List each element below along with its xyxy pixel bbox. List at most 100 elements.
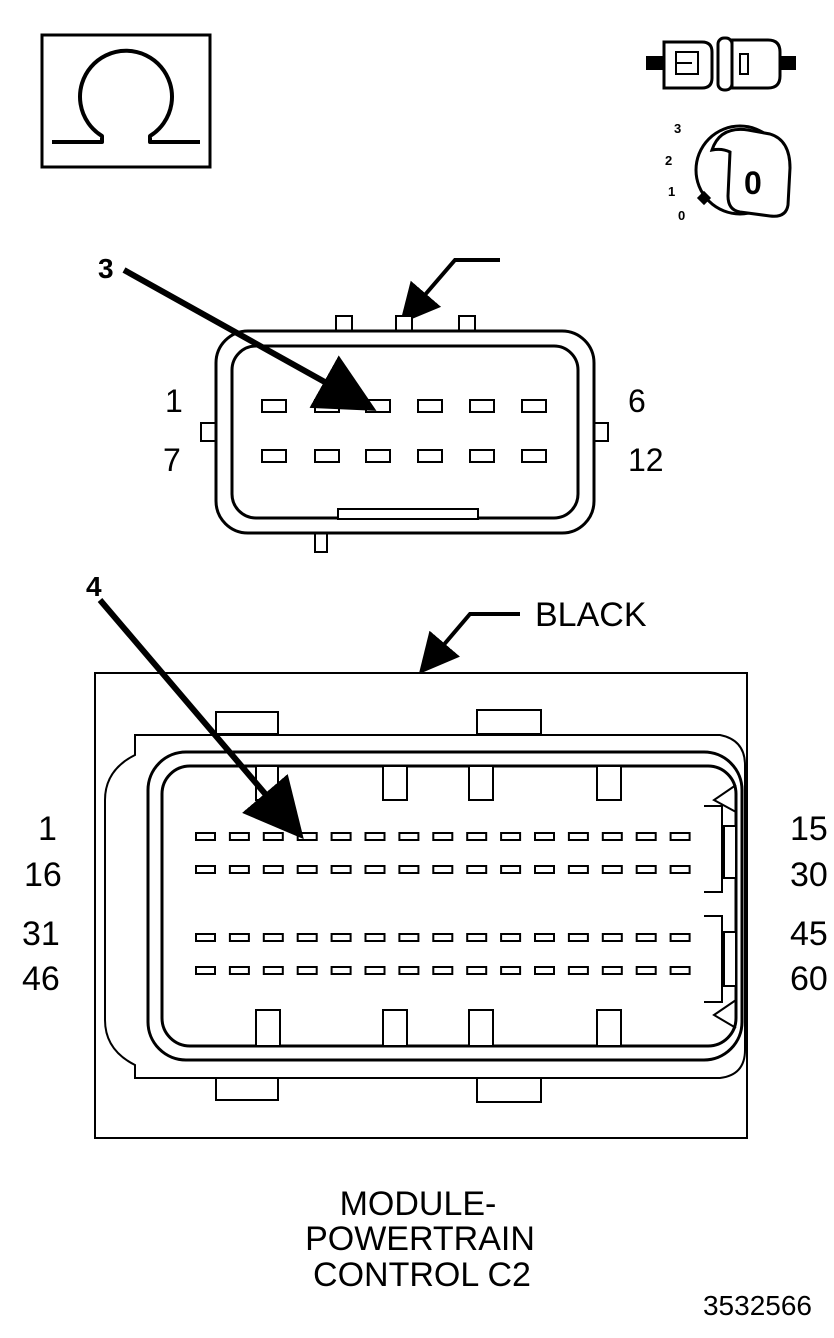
- pin-cavity-27: [567, 865, 589, 874]
- pin-cavity-16: [195, 865, 216, 874]
- pin-cavity-17: [228, 865, 250, 874]
- figure-number: 3532566: [703, 1290, 812, 1321]
- pin-cavity-1: [261, 399, 287, 413]
- pin-cavity-29: [635, 865, 657, 874]
- connector-12-pin: 1 6 7 12: [163, 258, 664, 553]
- pin-cavity-10: [500, 832, 522, 841]
- pin-cavity-18: [262, 865, 284, 874]
- pin-cavity-41: [534, 933, 555, 942]
- connector-color-label: BLACK: [535, 596, 647, 634]
- caption-line-3: CONTROL C2: [313, 1256, 531, 1294]
- pin-label-12: 12: [628, 442, 664, 478]
- pin-cavity-20: [330, 865, 352, 874]
- pin-cavity-54: [466, 966, 488, 975]
- pin-cavity-2: [314, 399, 340, 413]
- pin-cavity-8: [432, 832, 454, 841]
- pin-cavity-44: [635, 933, 657, 942]
- pin-label-16: 16: [24, 856, 62, 894]
- pin-cavity-53: [432, 966, 454, 975]
- pin-cavity-26: [534, 865, 555, 874]
- pin-label-1: 1: [38, 810, 57, 848]
- caption-line-1: MODULE-: [340, 1185, 497, 1223]
- pin-cavity-56: [534, 966, 555, 975]
- pin-cavity-32: [228, 933, 250, 942]
- pin-cavity-30: [669, 865, 691, 874]
- pin-cavity-23: [432, 865, 454, 874]
- pin-label-1: 1: [165, 383, 183, 419]
- pin-cavity-6: [521, 399, 547, 413]
- pin-cavity-19: [296, 865, 318, 874]
- pin-cavity-42: [567, 933, 589, 942]
- pin-cavity-51: [364, 966, 386, 975]
- pin-cavity-49: [296, 966, 318, 975]
- ignition-position-2: 2: [665, 153, 672, 168]
- pin-label-45: 45: [790, 915, 828, 953]
- callout-number-4: 4: [86, 571, 102, 602]
- pin-cavity-7: [261, 449, 287, 463]
- pin-label-60: 60: [790, 960, 828, 998]
- ignition-position-3: 3: [674, 121, 681, 136]
- pin-cavity-43: [601, 933, 623, 942]
- pin-cavity-6: [364, 832, 386, 841]
- pin-cavity-25: [500, 865, 522, 874]
- ignition-key-off-icon: 3 2 1 0 0: [665, 121, 792, 223]
- pin-cavity-33: [262, 933, 284, 942]
- pin-cavity-48: [262, 966, 284, 975]
- callout-number-3: 3: [98, 253, 114, 284]
- pin-cavity-36: [364, 933, 386, 942]
- pin-cavity-3: [262, 832, 284, 841]
- pin-cavity-58: [601, 966, 623, 975]
- pin-cavity-12: [521, 449, 547, 463]
- pin-cavity-11: [534, 832, 555, 841]
- pin-cavity-38: [432, 933, 454, 942]
- pin-cavity-47: [228, 966, 250, 975]
- ignition-position-0: 0: [678, 208, 685, 223]
- pin-cavity-40: [500, 933, 522, 942]
- callout-arrow-3: [122, 267, 377, 411]
- pin-cavity-13: [601, 832, 623, 841]
- pin-cavity-28: [601, 865, 623, 874]
- pin-cavity-14: [635, 832, 657, 841]
- pin-cavity-57: [567, 966, 589, 975]
- pin-cavity-39: [466, 933, 488, 942]
- pin-cavity-8: [314, 449, 340, 463]
- pin-cavity-5: [469, 399, 495, 413]
- pin-cavity-50: [330, 966, 352, 975]
- pin-label-30: 30: [790, 856, 828, 894]
- pin-cavity-21: [364, 865, 386, 874]
- pin-cavity-52: [398, 966, 420, 975]
- pin-label-31: 31: [22, 915, 60, 953]
- ohmmeter-icon: [40, 33, 212, 169]
- pin-label-7: 7: [163, 442, 181, 478]
- pin-label-15: 15: [790, 810, 828, 848]
- pin-cavity-11: [469, 449, 495, 463]
- pin-cavity-7: [398, 832, 420, 841]
- pin-cavity-34: [296, 933, 318, 942]
- pin-cavity-9: [466, 832, 488, 841]
- pin-cavity-10: [417, 449, 443, 463]
- pin-cavity-4: [417, 399, 443, 413]
- pin-cavity-35: [330, 933, 352, 942]
- caption-line-2: POWERTRAIN: [305, 1220, 535, 1258]
- pin-cavity-1: [195, 832, 216, 841]
- pin-cavity-22: [398, 865, 420, 874]
- pin-cavity-24: [466, 865, 488, 874]
- connector-60-pin: BLACK 1 16 31 46 15: [22, 596, 828, 1139]
- pin-cavity-3: [365, 399, 391, 413]
- pin-label-6: 6: [628, 383, 646, 419]
- pin-cavity-9: [365, 449, 391, 463]
- pin-cavity-5: [330, 832, 352, 841]
- pin-cavity-37: [398, 933, 420, 942]
- pin-cavity-59: [635, 966, 657, 975]
- pin-cavity-45: [669, 933, 691, 942]
- pin-cavity-15: [669, 832, 691, 841]
- pin-cavity-2: [228, 832, 250, 841]
- pin-cavity-46: [195, 966, 216, 975]
- callout-arrow-4: [97, 598, 304, 840]
- pin-cavity-31: [195, 933, 216, 942]
- pin-cavity-55: [500, 966, 522, 975]
- ignition-position-1: 1: [668, 184, 675, 199]
- pin-cavity-60: [669, 966, 691, 975]
- pin-cavity-4: [296, 832, 318, 841]
